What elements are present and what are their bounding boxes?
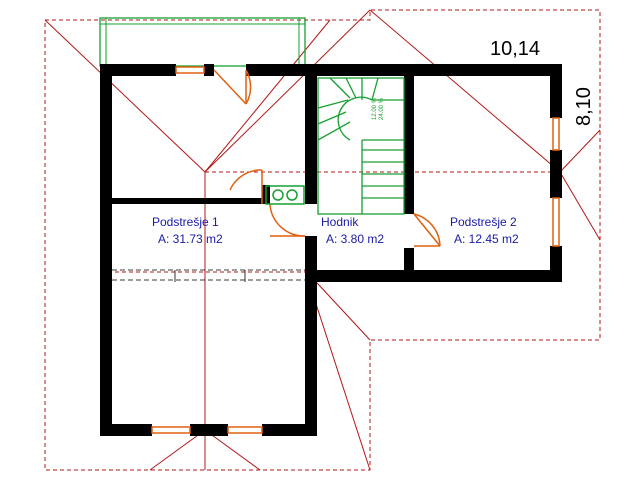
depth-dimension: 8,10	[573, 87, 595, 126]
room-3-name: Podstrešje 2	[450, 215, 517, 229]
sink-fixture	[265, 185, 305, 205]
staircase: 12.00 % 24.00 %	[317, 77, 405, 215]
walls	[100, 64, 562, 436]
beam-lines	[112, 269, 305, 282]
room-3-area: A: 12.45 m2	[454, 232, 519, 246]
room-2-name: Hodnik	[321, 215, 359, 229]
width-dimension: 10,14	[490, 38, 540, 60]
room-2-area: A: 3.80 m2	[326, 232, 384, 246]
svg-text:24.00 %: 24.00 %	[379, 97, 385, 120]
room-1-name: Podstrešje 1	[152, 215, 219, 229]
balcony	[99, 17, 306, 67]
doors	[213, 69, 441, 247]
room-1-area: A: 31.73 m2	[158, 232, 223, 246]
windows	[151, 66, 562, 434]
svg-text:12.00 %: 12.00 %	[372, 97, 378, 120]
